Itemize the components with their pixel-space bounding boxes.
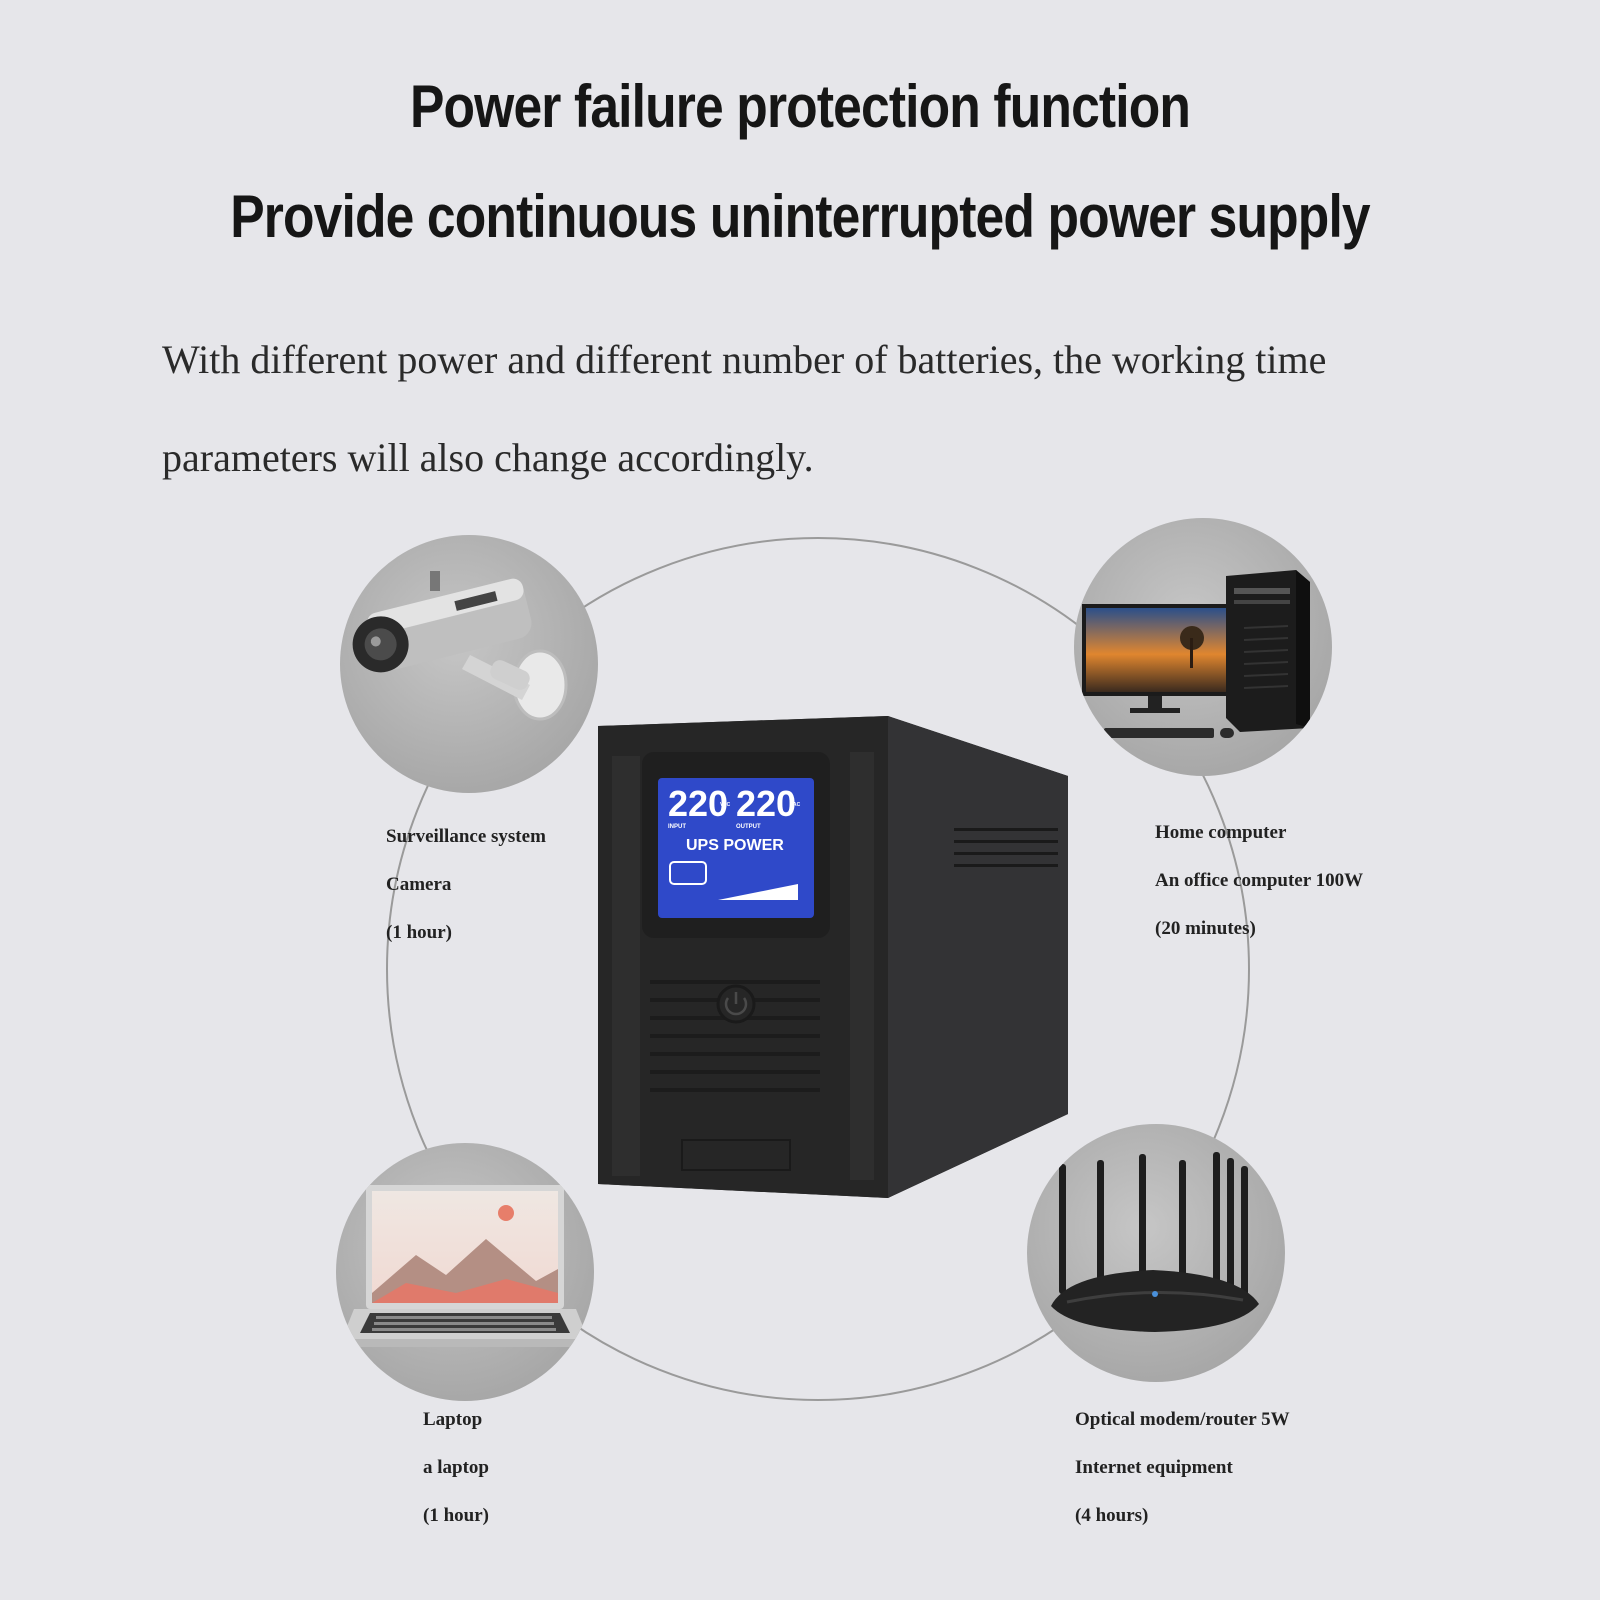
description-line-2: parameters will also change accordingly. xyxy=(162,435,814,480)
laptop-label-line-2: a laptop xyxy=(423,1457,489,1478)
router-label-line-2: Internet equipment xyxy=(1075,1457,1233,1478)
input-label: INPUT xyxy=(668,824,686,830)
laptop-label-line-1: Laptop xyxy=(423,1409,483,1430)
battery-icon xyxy=(669,861,707,885)
load-bar-icon xyxy=(718,884,798,900)
computer-label-line-2: An office computer 100W xyxy=(1155,870,1364,891)
input-reading: 220 xyxy=(668,783,728,824)
laptop-icon xyxy=(342,1185,588,1347)
output-label: OUTPUT xyxy=(736,824,761,830)
camera-label: Surveillance system Camera (1 hour) xyxy=(386,813,546,957)
desktop-computer-icon xyxy=(1082,570,1310,738)
power-icon xyxy=(724,997,748,1016)
router-icon xyxy=(1051,1152,1259,1332)
laptop-label-runtime: (1 hour) xyxy=(423,1505,489,1526)
router-bubble xyxy=(1027,1124,1285,1382)
camera-label-runtime: (1 hour) xyxy=(386,922,452,943)
laptop-bubble xyxy=(336,1143,594,1401)
camera-icon xyxy=(352,571,568,721)
computer-label-runtime: (20 minutes) xyxy=(1155,918,1256,939)
connection-ring xyxy=(386,537,1250,1401)
camera-label-line-1: Surveillance system xyxy=(386,826,546,847)
camera-bubble xyxy=(340,535,598,793)
computer-label-line-1: Home computer xyxy=(1155,822,1287,843)
computer-label: Home computer An office computer 100W (2… xyxy=(1155,809,1363,953)
camera-label-line-2: Camera xyxy=(386,874,452,895)
laptop-label: Laptop a laptop (1 hour) xyxy=(423,1396,489,1540)
router-label-line-1: Optical modem/router 5W xyxy=(1075,1409,1290,1430)
display-title: UPS POWER xyxy=(686,837,784,854)
output-unit: VAC xyxy=(790,802,801,808)
title-line-1: Power failure protection function xyxy=(409,73,1191,140)
router-label-runtime: (4 hours) xyxy=(1075,1505,1149,1526)
description-line-1: With different power and different numbe… xyxy=(162,337,1327,382)
title-line-2: Provide continuous uninterrupted power s… xyxy=(230,183,1370,250)
ups-device: 220 220 INPUT OUTPUT VAC VAC UPS POWER xyxy=(598,716,1078,1198)
router-label: Optical modem/router 5W Internet equipme… xyxy=(1075,1396,1290,1540)
side-vents xyxy=(954,828,1058,867)
computer-bubble xyxy=(1074,518,1332,776)
output-reading: 220 xyxy=(736,783,796,824)
input-unit: VAC xyxy=(720,802,731,808)
